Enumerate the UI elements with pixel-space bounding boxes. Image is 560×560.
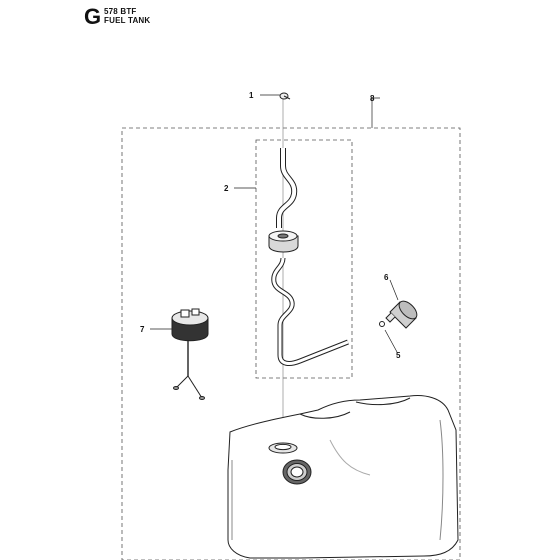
callout-8: 8 <box>370 94 375 103</box>
page-title: FUEL TANK <box>104 16 151 25</box>
fuel-hose-upper <box>276 148 298 228</box>
leader-line-6 <box>389 279 399 301</box>
fuel-tank-body <box>227 395 459 559</box>
callout-5: 5 <box>396 351 401 360</box>
clip-part-1 <box>279 92 291 100</box>
model-name: 578 BTF <box>104 7 137 16</box>
fuel-cap-part-7 <box>171 308 209 400</box>
fuel-hose-lower <box>271 257 349 366</box>
fuel-filter-part-6 <box>385 300 418 329</box>
callout-7: 7 <box>140 325 145 334</box>
leader-line-8 <box>371 97 380 128</box>
section-letter: G <box>84 4 102 29</box>
callout-6: 6 <box>384 273 389 282</box>
assembly-box-8 <box>121 127 461 560</box>
callout-1: 1 <box>249 91 254 100</box>
small-clip-part-5 <box>379 321 385 327</box>
hose-group-box-2 <box>255 139 353 379</box>
grommet-disc <box>268 230 299 253</box>
leader-line-5 <box>384 329 398 353</box>
callout-2: 2 <box>224 184 229 193</box>
